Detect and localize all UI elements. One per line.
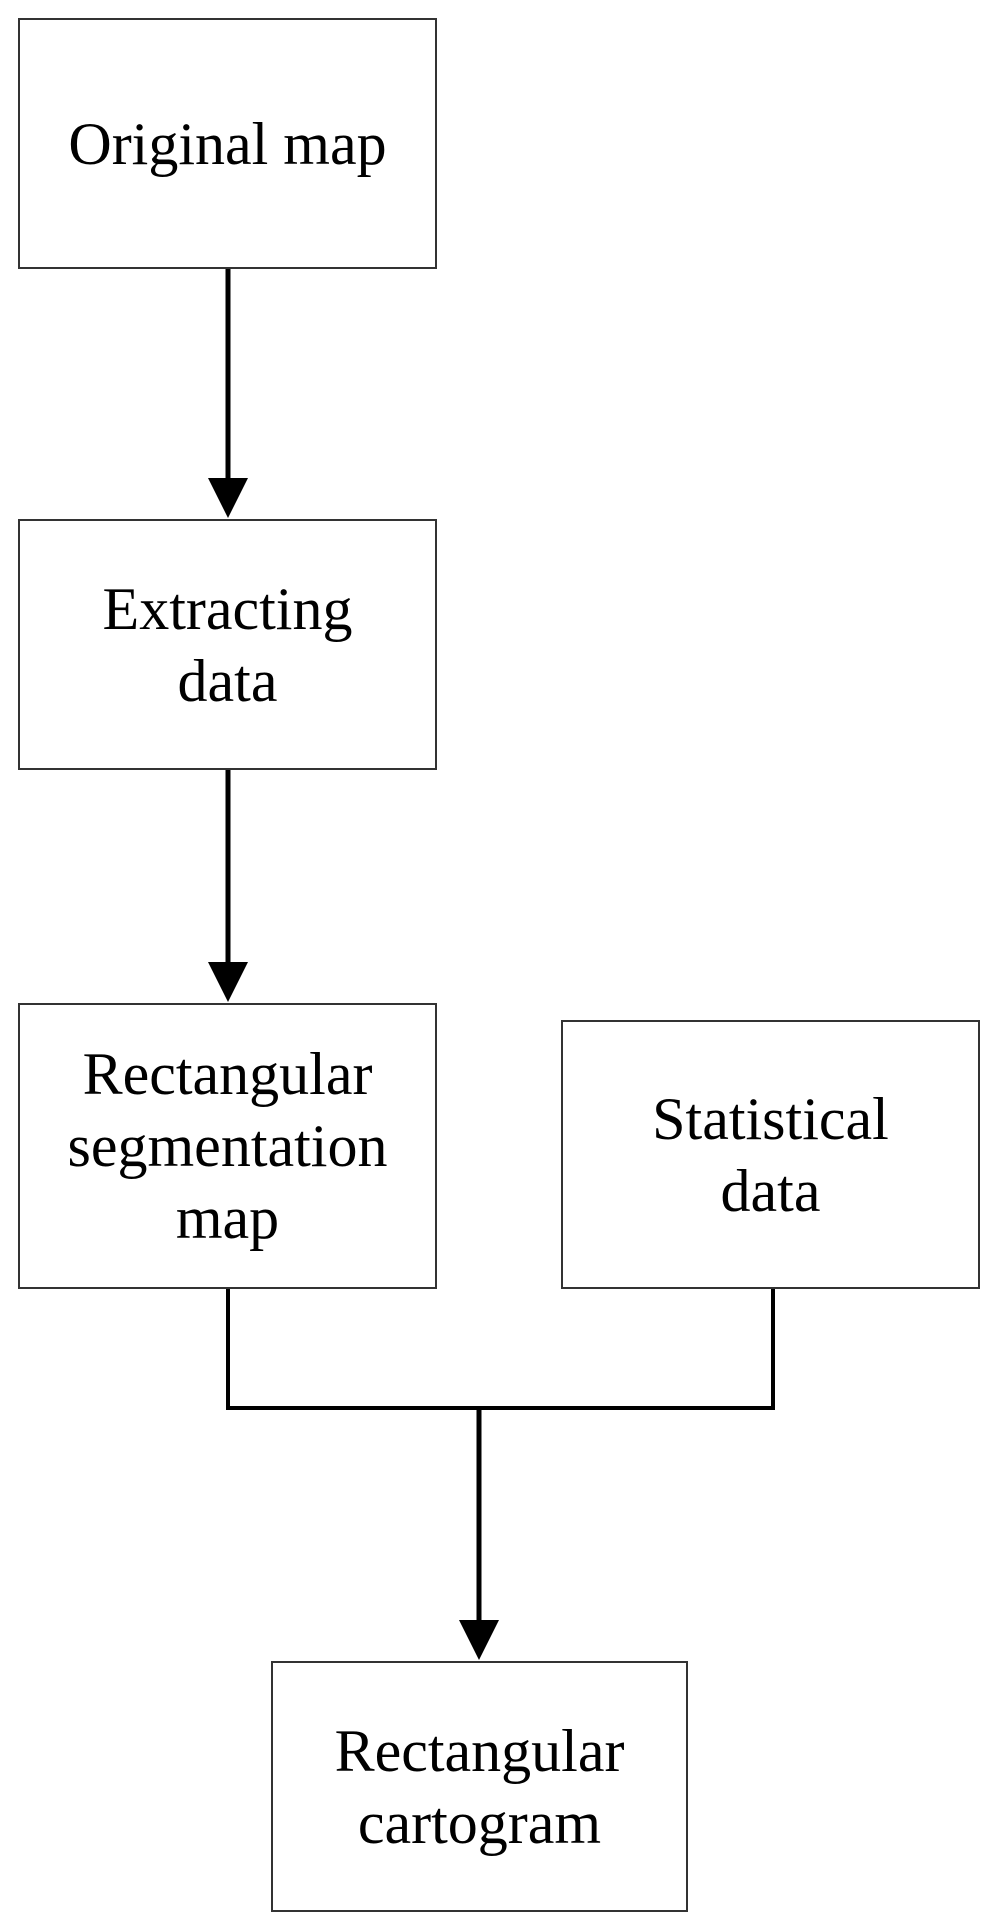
node-label: segmentation — [67, 1113, 388, 1179]
original-map-box: Original map — [18, 18, 437, 269]
rectangular-cartogram-box: Rectangular cartogram — [271, 1661, 688, 1912]
node-label: Original map — [68, 110, 387, 177]
arrowhead-merge-to-cartogram — [459, 1620, 499, 1660]
extracting-data-box: Extracting data — [18, 519, 437, 770]
statistical-data-box: Statistical data — [561, 1020, 980, 1289]
node-label: data — [177, 647, 278, 714]
node-label: cartogram — [357, 1789, 602, 1856]
node-label: map — [175, 1185, 280, 1251]
arrowhead-original-to-extracting — [208, 478, 248, 518]
node-label: Rectangular — [82, 1041, 373, 1107]
node-label: Rectangular — [334, 1717, 625, 1784]
node-label: data — [720, 1157, 821, 1224]
node-label: Extracting — [102, 575, 353, 642]
rectangular-segmentation-map-box: Rectangular segmentation map — [18, 1003, 437, 1289]
node-label: Statistical — [652, 1085, 889, 1152]
arrowhead-extracting-to-segmentation — [208, 962, 248, 1002]
merge-connector — [226, 1288, 775, 1410]
